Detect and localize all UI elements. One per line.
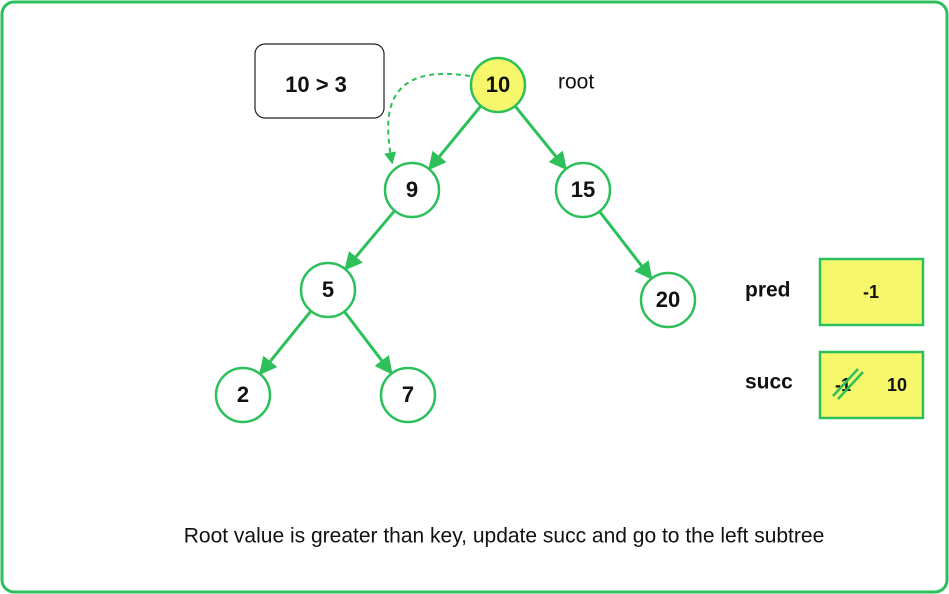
- succ-box: -1 10: [818, 350, 925, 420]
- node-circle-20: [639, 271, 697, 329]
- pred-label: pred: [745, 279, 791, 302]
- traversal-arrow: [384, 73, 471, 165]
- node-value-15: 15: [571, 177, 595, 202]
- pred-value: -1: [863, 282, 879, 302]
- node-value-5: 5: [322, 277, 334, 302]
- edge-10-15: [513, 105, 568, 171]
- node-value-2: 2: [237, 382, 249, 407]
- succ-label: succ: [745, 371, 793, 394]
- edge-9-5: [344, 209, 396, 271]
- root-label: root: [558, 71, 594, 94]
- condition-text: 10 > 3: [285, 72, 347, 97]
- tree-node-2: 2: [214, 366, 272, 424]
- strike-line-2: [837, 371, 864, 400]
- node-value-7: 7: [402, 382, 414, 407]
- node-circle-15: [554, 161, 612, 219]
- node-value-9: 9: [406, 177, 418, 202]
- succ-new-value: 10: [887, 375, 907, 395]
- tree-node-9: 9: [383, 161, 441, 219]
- tree-node-10: 10: [469, 56, 527, 114]
- tree-node-20: 20: [639, 271, 697, 329]
- caption: Root value is greater than key, update s…: [184, 525, 825, 548]
- node-circle-7: [379, 366, 437, 424]
- condition-box: 10 > 3: [254, 43, 385, 119]
- edge-15-20: [598, 210, 653, 280]
- pred-box: -1: [818, 257, 925, 327]
- tree-node-5: 5: [299, 261, 357, 319]
- tree-edges: [258, 104, 653, 376]
- tree-nodes: 10 9 15 5 20 2 7: [214, 56, 697, 424]
- tree-node-15: 15: [554, 161, 612, 219]
- node-value-10: 10: [486, 72, 510, 97]
- node-circle-10: [469, 56, 527, 114]
- strike-line-1: [832, 368, 859, 397]
- node-value-20: 20: [656, 287, 680, 312]
- edge-5-7: [343, 310, 393, 375]
- node-circle-2: [214, 366, 272, 424]
- node-circle-5: [299, 261, 357, 319]
- node-circle-9: [383, 161, 441, 219]
- tree-node-7: 7: [379, 366, 437, 424]
- edge-10-9: [428, 104, 483, 171]
- edge-5-2: [258, 310, 313, 376]
